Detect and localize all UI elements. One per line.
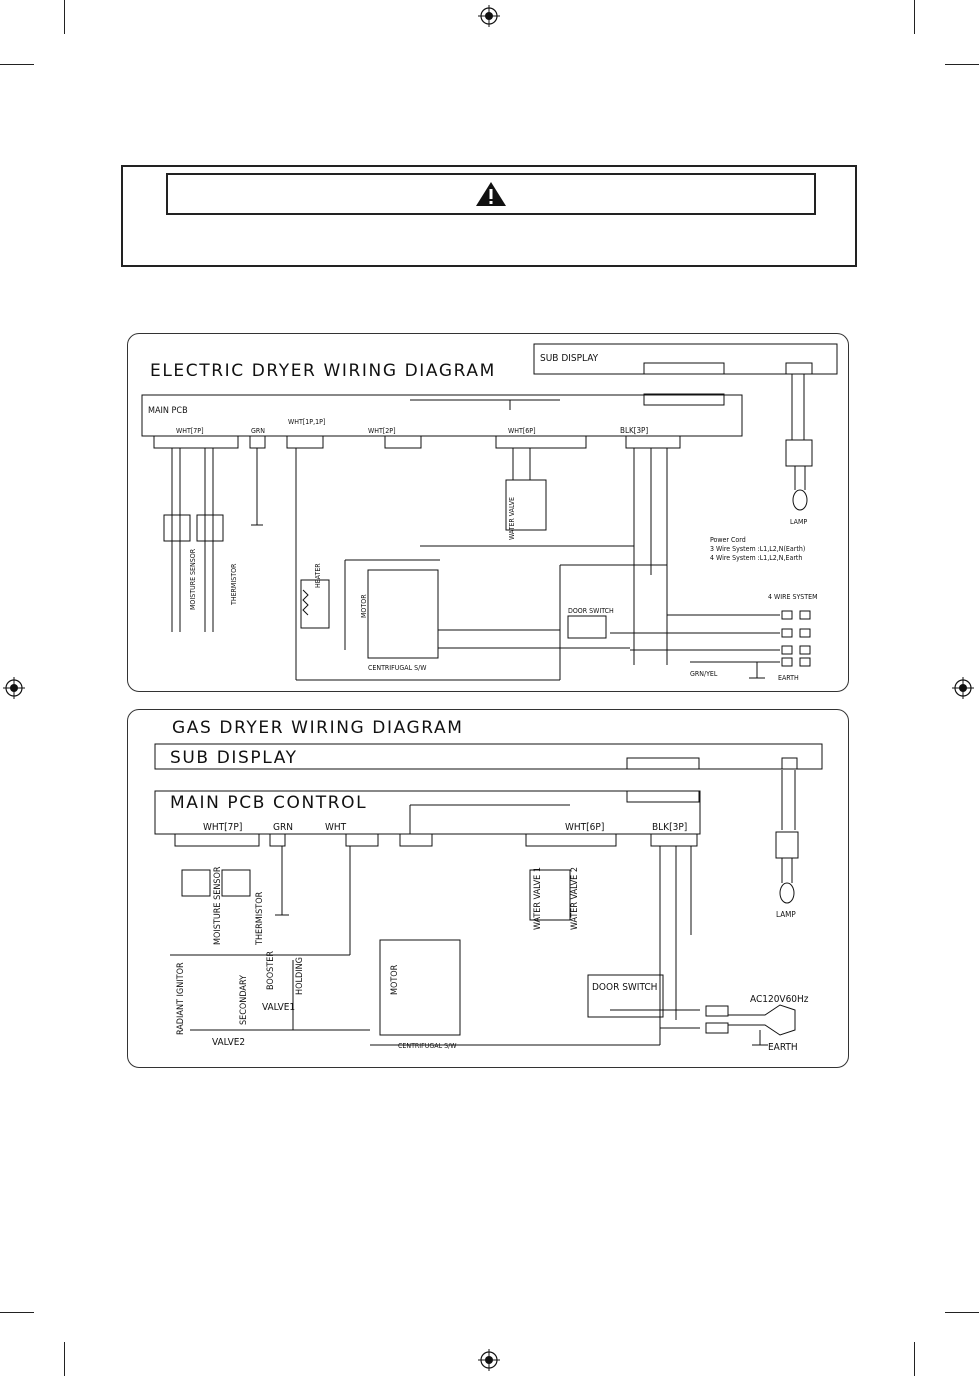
registration-mark-icon	[478, 5, 500, 27]
gas-wht6p-label: WHT[6P]	[565, 822, 604, 833]
gas-wht7p-label: WHT[7P]	[203, 822, 242, 833]
gas-moisture-sensor-label: MOISTURE SENSOR	[213, 866, 223, 945]
gas-sub-display-label: SUB DISPLAY	[170, 748, 298, 768]
gas-lamp-label: LAMP	[776, 910, 796, 919]
valve1-label: VALVE1	[262, 1002, 295, 1013]
warning-triangle-icon	[476, 182, 506, 206]
electric-main-pcb-label: MAIN PCB	[148, 406, 188, 416]
electric-lamp-label: LAMP	[790, 518, 807, 526]
electric-wht2p-label: WHT[2P]	[368, 427, 396, 435]
electric-motor-label: MOTOR	[360, 594, 368, 618]
registration-mark-icon	[952, 677, 974, 699]
electric-thermistor-label: THERMISTOR	[230, 563, 238, 606]
radiant-ignitor-label: RADIANT IGNITOR	[176, 962, 186, 1035]
electric-door-switch-label: DOOR SWITCH	[568, 607, 614, 615]
electric-moisture-sensor-label: MOISTURE SENSOR	[189, 548, 197, 610]
warning-box	[121, 165, 857, 267]
grn-yel-label: GRN/YEL	[690, 670, 718, 678]
valve2-label: VALVE2	[212, 1037, 245, 1048]
secondary-label: SECONDARY	[239, 975, 249, 1025]
registration-mark-icon	[3, 677, 25, 699]
gas-wiring-diagram: GAS DRYER WIRING DIAGRAM SUB DISPLAY MAI…	[154, 718, 823, 1053]
power-cord-label: Power Cord	[710, 536, 746, 544]
registration-mark-icon	[478, 1349, 500, 1371]
crop-mark	[914, 0, 915, 34]
gas-grn-label: GRN	[273, 822, 293, 833]
gas-main-pcb-label: MAIN PCB CONTROL	[170, 793, 367, 813]
power-cord-3wire: 3 Wire System :L1,L2,N(Earth)	[710, 545, 805, 553]
water-valve-2-label: WATER VALVE 2	[570, 867, 580, 930]
crop-mark	[945, 1312, 979, 1313]
gas-door-switch-label: DOOR SWITCH	[592, 982, 657, 993]
crop-mark	[64, 1342, 65, 1376]
crop-mark	[0, 1312, 34, 1313]
power-cord-4wire: 4 Wire System :L1,L2,N,Earth	[710, 554, 802, 562]
electric-diagram-panel	[127, 333, 849, 692]
electric-water-valve-label: WATER VALVE	[508, 497, 516, 540]
gas-wht-label: WHT	[325, 822, 347, 833]
gas-earth-label: EARTH	[768, 1042, 798, 1053]
gas-thermistor-label: THERMISTOR	[255, 891, 265, 946]
electric-wht6p-label: WHT[6P]	[508, 427, 536, 435]
heater-label: HEATER	[314, 563, 322, 588]
gas-diagram-panel	[127, 709, 849, 1068]
crop-mark	[64, 0, 65, 34]
crop-mark	[945, 64, 979, 65]
electric-centrifugal-label: CENTRIFUGAL S/W	[368, 664, 427, 672]
electric-wht7p-label: WHT[7P]	[176, 427, 204, 435]
electric-wht1p-label: WHT[1P,1P]	[288, 418, 325, 426]
crop-mark	[0, 64, 34, 65]
electric-earth-label: EARTH	[778, 674, 799, 682]
water-valve-1-label: WATER VALVE 1	[533, 867, 543, 930]
holding-label: HOLDING	[295, 957, 305, 995]
gas-blk3p-label: BLK[3P]	[652, 822, 687, 833]
gas-centrifugal-label: CENTRIFUGAL S/W	[398, 1042, 457, 1050]
four-wire-label: 4 WIRE SYSTEM	[768, 593, 818, 601]
electric-grn-label: GRN	[251, 427, 265, 435]
gas-title: GAS DRYER WIRING DIAGRAM	[172, 718, 464, 738]
crop-mark	[914, 1342, 915, 1376]
ac-label: AC120V60Hz	[750, 994, 809, 1005]
electric-wiring-diagram: ELECTRIC DRYER WIRING DIAGRAM SUB DISPLA…	[141, 343, 838, 682]
booster-label: BOOSTER	[266, 951, 276, 990]
gas-motor-label: MOTOR	[390, 964, 400, 995]
electric-title: ELECTRIC DRYER WIRING DIAGRAM	[150, 361, 496, 381]
electric-blk3p-label: BLK[3P]	[620, 426, 648, 435]
warning-header	[166, 173, 816, 215]
electric-sub-display-label: SUB DISPLAY	[540, 353, 599, 364]
